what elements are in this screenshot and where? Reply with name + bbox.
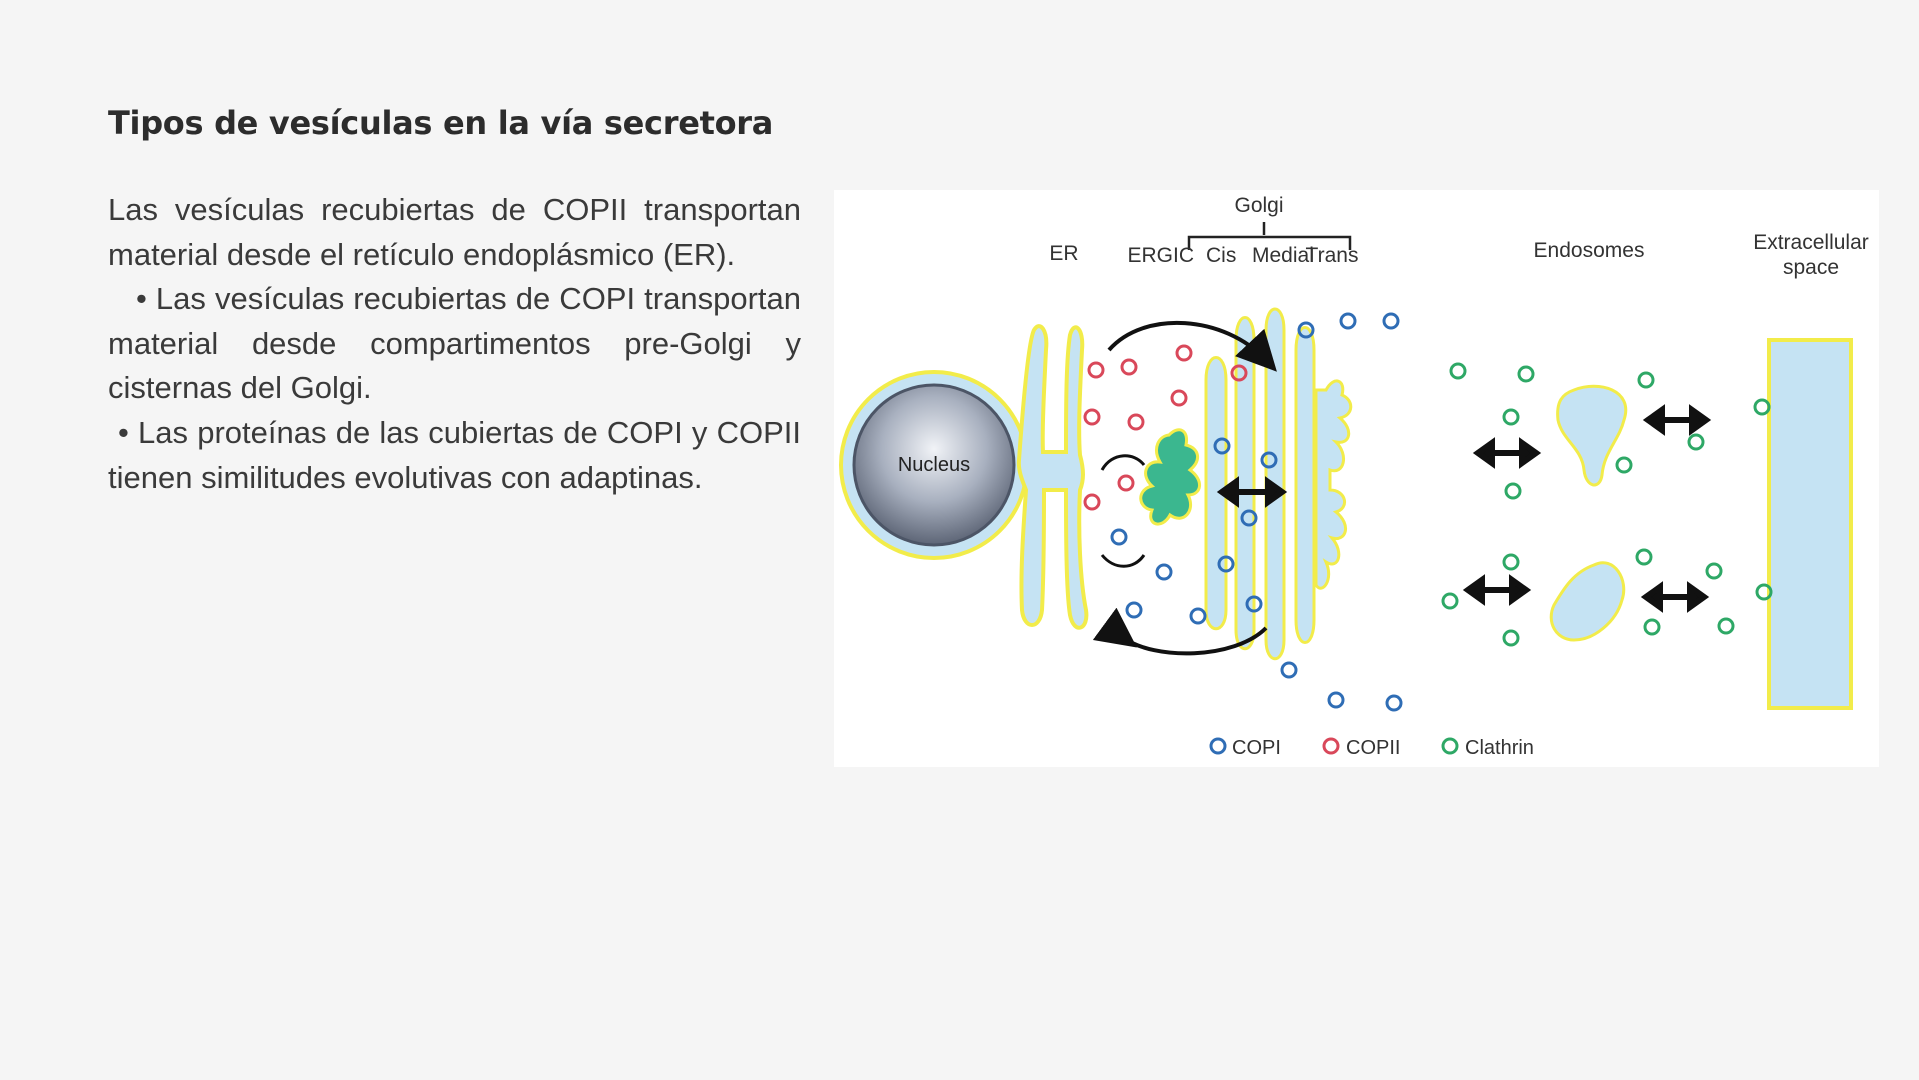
label-ergic: ERGIC — [1127, 244, 1194, 267]
ergic-cluster — [1139, 428, 1201, 526]
copi-vesicles — [1110, 312, 1403, 712]
golgi-trans — [1294, 326, 1316, 644]
label-endosomes: Endosomes — [1534, 239, 1645, 262]
paragraph-copii: Las vesículas recubiertas de COPII trans… — [108, 192, 801, 272]
golgi-bracket — [1187, 222, 1352, 250]
copii-vesicles — [1083, 344, 1248, 511]
legend: COPI COPII Clathrin — [1209, 737, 1534, 759]
arrow-small-upper — [1100, 454, 1146, 471]
plasma-membrane — [1767, 338, 1853, 710]
label-extracellular-1: Extracellular — [1753, 231, 1869, 254]
legend-copi-label: COPI — [1232, 737, 1281, 759]
body-text: Las vesículas recubiertas de COPII trans… — [108, 188, 801, 500]
legend-clathrin-label: Clathrin — [1465, 737, 1534, 759]
slide-title: Tipos de vesículas en la vía secretora — [108, 104, 774, 142]
arrow-small-lower — [1100, 553, 1146, 568]
endosome-upper — [1556, 384, 1628, 487]
label-trans: Trans — [1306, 244, 1359, 267]
diagram-svg: Golgi ER ERGIC Cis Medial Trans Endosome… — [839, 194, 1869, 759]
er-membrane — [1016, 324, 1089, 630]
arrow-golgi-to-er — [1092, 607, 1268, 656]
legend-copii-label: COPII — [1346, 737, 1400, 759]
label-nucleus: Nucleus — [898, 454, 970, 476]
legend-copi-marker — [1209, 737, 1227, 755]
label-extracellular-2: space — [1783, 256, 1839, 279]
label-golgi: Golgi — [1234, 194, 1283, 217]
paragraph-copi: • Las vesículas recubiertas de COPI tran… — [108, 281, 801, 406]
secretory-pathway-diagram: Golgi ER ERGIC Cis Medial Trans Endosome… — [834, 190, 1879, 767]
clathrin-vesicles — [1441, 362, 1773, 647]
endosome-lower — [1549, 561, 1626, 642]
legend-clathrin-marker — [1441, 737, 1459, 755]
label-medial: Medial — [1252, 244, 1314, 267]
nucleus — [852, 383, 1016, 547]
label-cis: Cis — [1206, 244, 1236, 267]
paragraph-adaptins: • Las proteínas de las cubiertas de COPI… — [108, 414, 801, 495]
double-arrows — [1216, 404, 1712, 613]
arrow-er-to-golgi — [1107, 320, 1277, 372]
golgi-trans-network — [1314, 379, 1353, 590]
legend-copii-marker — [1322, 737, 1340, 755]
label-er: ER — [1049, 242, 1078, 265]
